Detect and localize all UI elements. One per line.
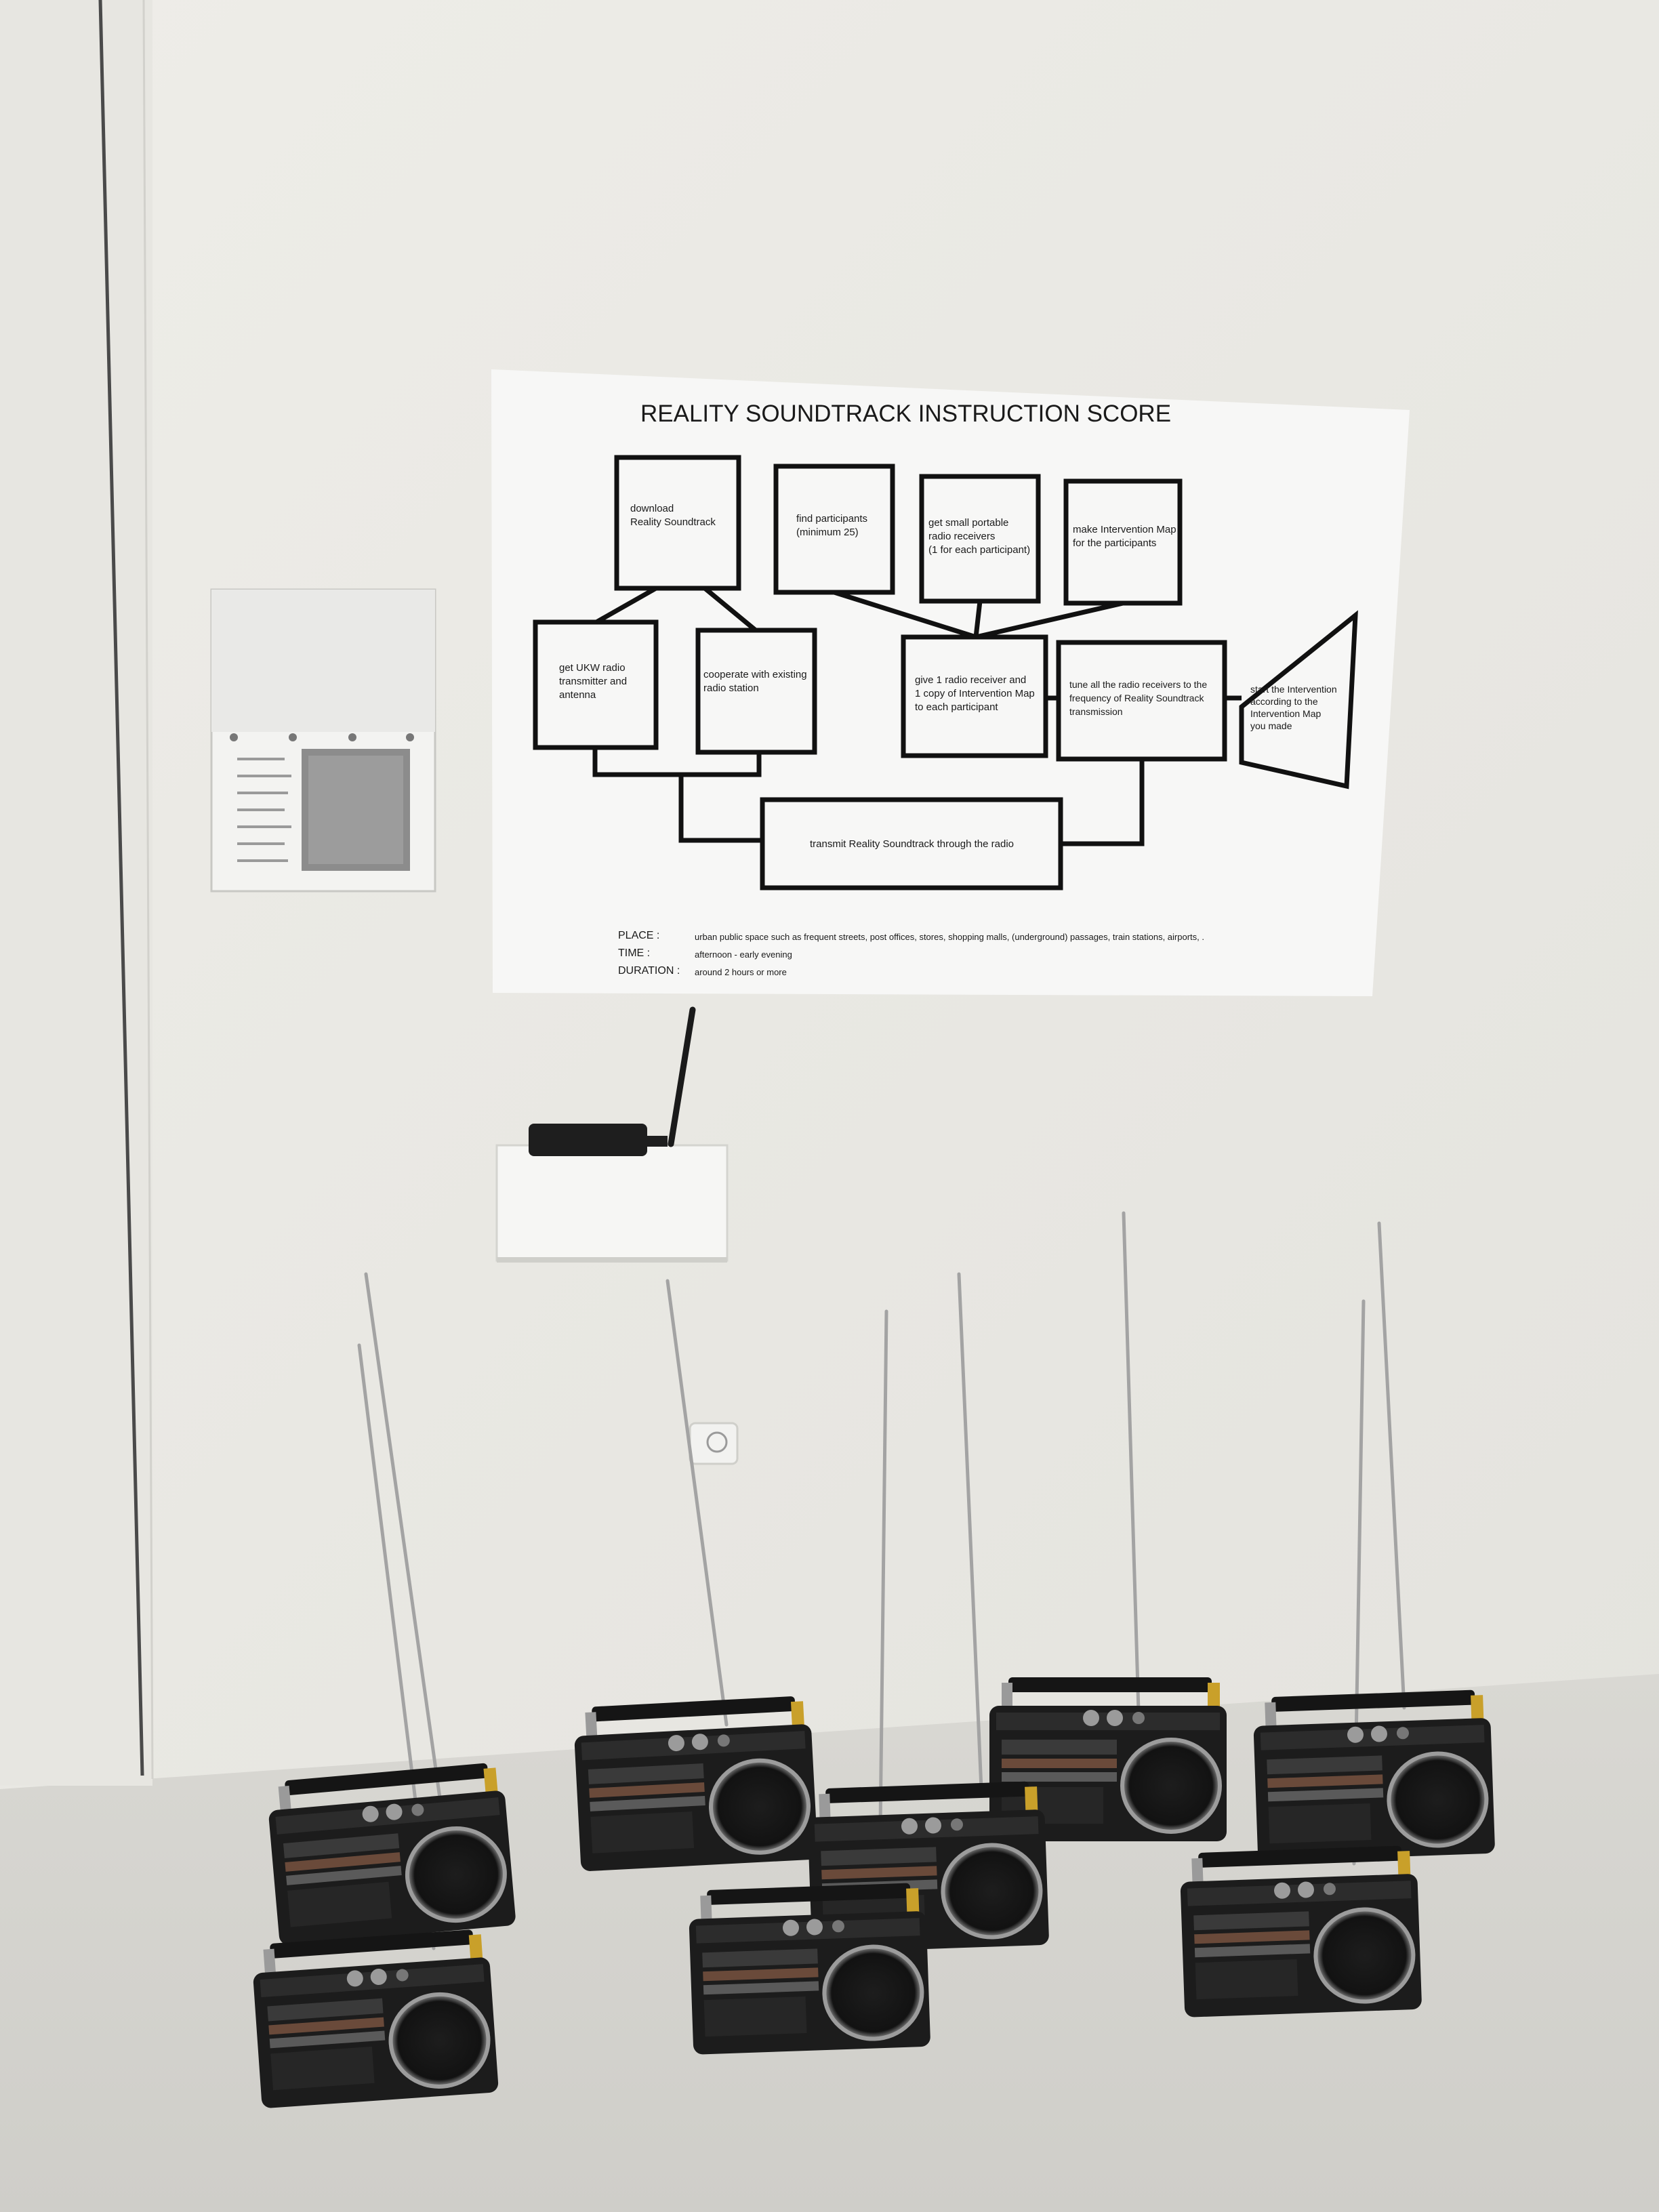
radio-receivers: [251, 1211, 1495, 2108]
wall-booklet: [210, 588, 436, 893]
wall-shelf: [495, 1144, 729, 1263]
radio-transmitter: [529, 1006, 696, 1156]
wall-socket: [689, 1422, 739, 1465]
